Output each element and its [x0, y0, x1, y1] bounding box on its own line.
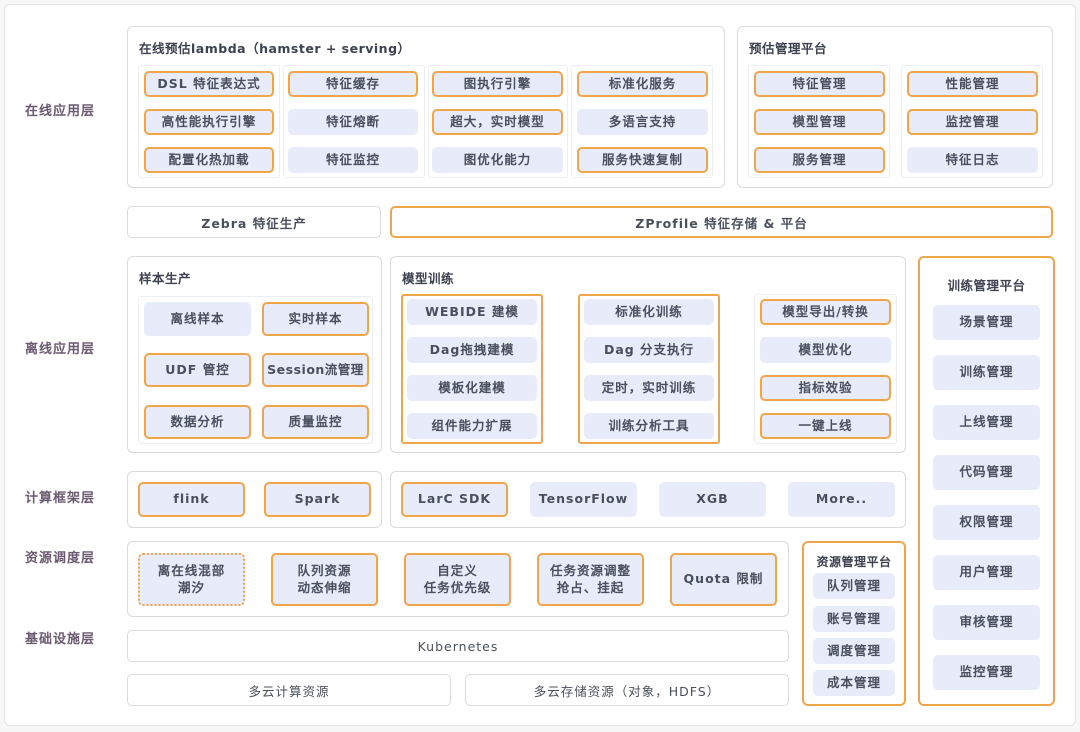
chip-review-mgmt: 审核管理	[933, 605, 1040, 640]
chip-more: More..	[788, 482, 895, 517]
chip-permission-mgmt: 权限管理	[933, 505, 1040, 540]
chip-queue-line2: 动态伸缩	[297, 579, 352, 595]
chip-scene-mgmt: 场景管理	[933, 305, 1040, 340]
layer-label-online: 在线应用层	[25, 104, 96, 119]
online-serving-title: 在线预估lambda（hamster + serving）	[139, 41, 411, 56]
chip-cost-mgmt: 成本管理	[813, 670, 895, 696]
chip-webide-modeling: WEBIDE 建模	[407, 299, 537, 325]
chip-service-fast-copy: 服务快速复制	[577, 147, 708, 173]
chip-large-realtime-model: 超大，实时模型	[432, 109, 563, 135]
chip-code-mgmt: 代码管理	[933, 455, 1040, 490]
chip-training-analysis-tool: 训练分析工具	[584, 413, 714, 439]
chip-user-mgmt: 用户管理	[933, 555, 1040, 590]
kubernetes-bar: Kubernetes	[127, 630, 789, 662]
zprofile-feature-storage: ZProfile 特征存储 & 平台	[390, 206, 1053, 238]
chip-flink: flink	[138, 482, 245, 517]
chip-session-flow: Session流管理	[262, 353, 369, 387]
layer-label-scheduling: 资源调度层	[25, 551, 96, 566]
chip-graph-engine: 图执行引擎	[432, 71, 563, 97]
chip-multi-language: 多语言支持	[577, 109, 708, 135]
chip-standard-training: 标准化训练	[584, 299, 714, 325]
chip-component-extension: 组件能力扩展	[407, 413, 537, 439]
chip-realtime-sample: 实时样本	[262, 302, 369, 336]
chip-model-optimization: 模型优化	[760, 337, 891, 363]
chip-quality-monitor: 质量监控	[262, 405, 369, 439]
chip-feature-log: 特征日志	[907, 147, 1038, 173]
chip-adjust-line1: 任务资源调整	[549, 562, 631, 578]
chip-standard-service: 标准化服务	[577, 71, 708, 97]
chip-dag-drag-modeling: Dag拖拽建模	[407, 337, 537, 363]
chip-feature-mgmt: 特征管理	[754, 71, 885, 97]
chip-task-resource-adjust: 任务资源调整 抢占、挂起	[537, 553, 644, 606]
chip-feature-cache: 特征缓存	[288, 71, 418, 97]
chip-hybrid-line2: 潮汐	[177, 579, 205, 595]
layer-label-compute: 计算框架层	[25, 491, 96, 506]
resource-mgmt-title: 资源管理平台	[816, 555, 892, 569]
chip-model-export: 模型导出/转换	[760, 299, 891, 325]
chip-scheduled-realtime-training: 定时，实时训练	[584, 375, 714, 401]
chip-account-mgmt: 账号管理	[813, 606, 895, 632]
chip-dsl-feature-expression: DSL 特征表达式	[144, 71, 274, 97]
model-training-title: 模型训练	[402, 271, 455, 286]
serving-mgmt-title: 预估管理平台	[749, 41, 828, 56]
sample-production-title: 样本生产	[139, 271, 192, 286]
chip-monitor-mgmt: 监控管理	[907, 109, 1038, 135]
chip-feature-monitor: 特征监控	[288, 147, 418, 173]
chip-tensorflow: TensorFlow	[530, 482, 637, 517]
chip-queue-autoscale: 队列资源 动态伸缩	[271, 553, 378, 606]
chip-larc-sdk: LarC SDK	[401, 482, 508, 517]
chip-priority-line2: 任务优先级	[423, 579, 492, 595]
chip-service-mgmt: 服务管理	[754, 147, 885, 173]
chip-data-analysis: 数据分析	[144, 405, 251, 439]
chip-launch-mgmt: 上线管理	[933, 405, 1040, 440]
chip-high-perf-engine: 高性能执行引擎	[144, 109, 274, 135]
chip-offline-sample: 离线样本	[144, 302, 251, 336]
chip-config-hot-load: 配置化热加载	[144, 147, 274, 173]
layer-label-infra: 基础设施层	[25, 632, 96, 647]
chip-dag-branch-exec: Dag 分支执行	[584, 337, 714, 363]
chip-perf-mgmt: 性能管理	[907, 71, 1038, 97]
chip-template-modeling: 模板化建模	[407, 375, 537, 401]
chip-monitor-mgmt-training: 监控管理	[933, 655, 1040, 690]
chip-queue-line1: 队列资源	[297, 562, 352, 578]
chip-training-mgmt: 训练管理	[933, 355, 1040, 390]
chip-model-mgmt: 模型管理	[754, 109, 885, 135]
layer-label-offline: 离线应用层	[25, 342, 96, 357]
chip-udf-control: UDF 管控	[144, 353, 251, 387]
chip-schedule-mgmt: 调度管理	[813, 638, 895, 664]
chip-quota-limit: Quota 限制	[670, 553, 777, 606]
chip-xgb: XGB	[659, 482, 766, 517]
chip-spark: Spark	[264, 482, 371, 517]
training-mgmt-title: 训练管理平台	[947, 278, 1026, 293]
chip-custom-priority: 自定义 任务优先级	[404, 553, 511, 606]
chip-priority-line1: 自定义	[437, 562, 478, 578]
chip-queue-mgmt: 队列管理	[813, 573, 895, 599]
zebra-feature-production: Zebra 特征生产	[127, 206, 381, 238]
chip-one-click-deploy: 一键上线	[760, 413, 891, 439]
chip-metric-validation: 指标效验	[760, 375, 891, 401]
chip-hybrid-deployment: 离在线混部 潮汐	[138, 553, 245, 606]
chip-adjust-line2: 抢占、挂起	[556, 579, 625, 595]
chip-feature-circuit-breaker: 特征熔断	[288, 109, 418, 135]
chip-graph-optimization: 图优化能力	[432, 147, 563, 173]
chip-hybrid-line1: 离在线混部	[157, 562, 226, 578]
multi-cloud-compute: 多云计算资源	[127, 674, 451, 706]
multi-cloud-storage: 多云存储资源（对象，HDFS）	[465, 674, 789, 706]
